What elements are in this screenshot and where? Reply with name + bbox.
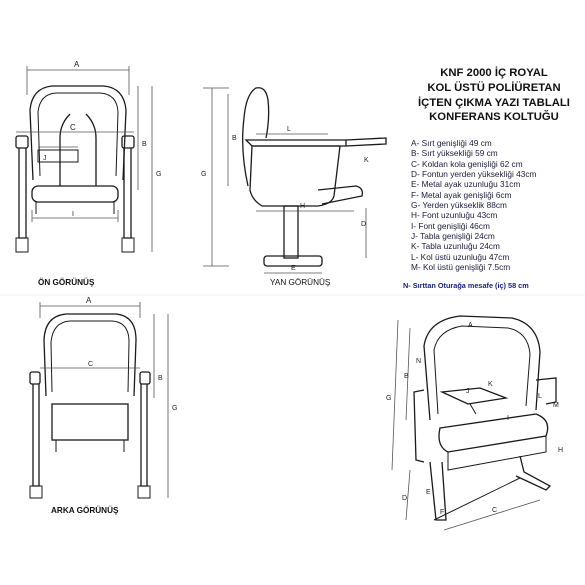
dim-d-side: D — [361, 221, 366, 228]
dim-m-persp: M — [553, 402, 559, 409]
dim-k-side: K — [364, 157, 369, 164]
dim-k-persp: K — [488, 381, 493, 388]
spec-item: E- Metal ayak uzunluğu 31cm — [411, 179, 521, 190]
title-line: KONFERANS KOLTUĞU — [429, 111, 559, 124]
spec-item: A- Sırt genişliği 49 cm — [411, 138, 492, 148]
spec-item: L- Kol üstü uzunluğu 47cm — [411, 251, 510, 262]
dim-n-persp: N — [416, 358, 421, 365]
back-view-caption: ARKA GÖRÜNÜŞ — [51, 506, 119, 515]
side-view-caption: YAN GÖRÜNÜŞ — [270, 278, 331, 287]
side-view: G B L K D H E — [201, 87, 387, 274]
spec-item: F- Metal ayak genişliği 6cm — [411, 189, 512, 200]
dim-b-back: B — [158, 375, 163, 382]
dim-d-persp: D — [402, 495, 407, 502]
dim-a-front: A — [74, 60, 80, 69]
dim-e-side: E — [291, 265, 296, 272]
front-view-caption: ÖN GÖRÜNÜŞ — [38, 278, 95, 287]
dim-g-persp: G — [386, 395, 391, 402]
dim-b-persp: B — [404, 373, 409, 380]
dim-g-back: G — [172, 405, 177, 412]
dim-g-side: G — [201, 171, 206, 178]
spec-item: C- Koldan kola genişliği 62 cm — [411, 158, 523, 169]
dim-f-persp: F — [440, 509, 444, 516]
spec-item: M- Kol üstü genişliği 7.5cm — [411, 262, 511, 273]
dim-b-side: B — [232, 135, 237, 142]
dim-g-front: G — [156, 171, 161, 178]
back-view: A C B G — [29, 296, 177, 499]
dim-l-side: L — [287, 126, 291, 133]
dim-i-front: I — [72, 211, 74, 218]
spec-item: K- Tabla uzunluğu 24cm — [411, 241, 500, 252]
perspective-view: G B A N J K I L M H D E F C — [386, 315, 563, 531]
dim-c-front: C — [70, 123, 76, 132]
spec-item: B- Sırt yüksekliği 59 cm — [411, 148, 498, 159]
dim-i-persp: I — [507, 415, 509, 422]
spec-item: G- Yerden yükseklik 88cm — [411, 200, 507, 211]
product-title: KNF 2000 İÇ ROYAL KOL ÜSTÜ POLİÜRETAN İÇ… — [404, 66, 584, 125]
dim-b-front: B — [142, 141, 147, 148]
dim-a-persp: A — [468, 322, 473, 329]
spec-item: I- Font genişliği 46cm — [411, 220, 490, 231]
spec-item: H- Font uzunluğu 43cm — [411, 210, 498, 221]
spec-item-n: N- Sırttan Oturağa mesafe (iç) 58 cm — [403, 281, 529, 290]
dim-j-persp: J — [466, 388, 470, 395]
dim-e-persp: E — [426, 489, 431, 496]
dim-l-persp: L — [538, 393, 542, 400]
spec-list: A- Sırt genişliği 49 cm B- Sırt yüksekli… — [411, 138, 585, 272]
spec-item: D- Fontun yerden yüksekliği 43cm — [411, 169, 537, 180]
title-line: İÇTEN ÇIKMA YAZI TABLALI — [418, 96, 570, 109]
title-line: KOL ÜSTÜ POLİÜRETAN — [427, 81, 561, 94]
dim-j-front: J — [43, 155, 47, 162]
dim-a-back: A — [86, 296, 92, 305]
dim-h-persp: H — [558, 447, 563, 454]
title-line: KNF 2000 İÇ ROYAL — [440, 67, 548, 79]
dim-c-persp: C — [492, 507, 497, 514]
dim-h-side: H — [300, 203, 305, 210]
spec-item: J- Tabla genişliği 24cm — [411, 231, 495, 242]
dim-c-back: C — [88, 361, 93, 368]
front-view: A C J I B G — [15, 60, 161, 253]
